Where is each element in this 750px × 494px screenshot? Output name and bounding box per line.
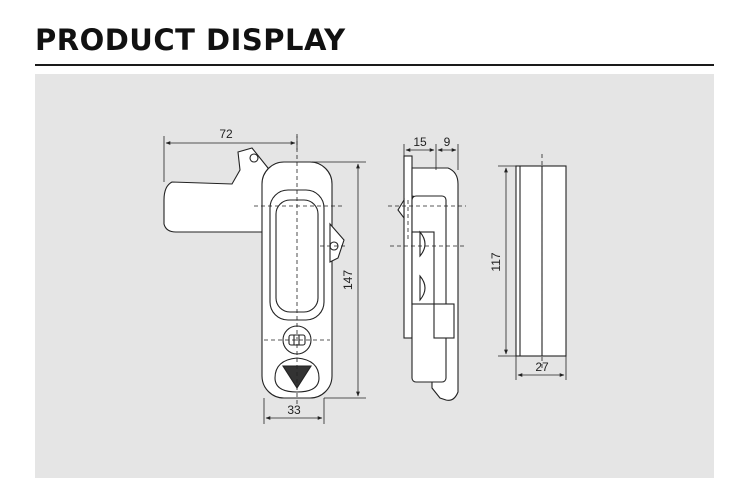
side-centerlines bbox=[388, 200, 466, 247]
dim-side-depth-a: 15 bbox=[413, 135, 427, 149]
back-view bbox=[515, 165, 567, 357]
front-dimensions bbox=[163, 136, 366, 424]
side-dimensions bbox=[403, 144, 459, 170]
dim-back-height: 117 bbox=[489, 252, 503, 271]
side-tab bbox=[397, 198, 405, 220]
dim-side-depth-b: 9 bbox=[444, 135, 451, 149]
front-centerlines bbox=[254, 134, 348, 404]
side-view bbox=[397, 155, 459, 401]
lever-pivot-hole bbox=[249, 153, 259, 163]
dim-back-width: 27 bbox=[535, 360, 549, 374]
dim-front-height: 147 bbox=[341, 270, 355, 290]
drawing-panel bbox=[35, 74, 714, 478]
dim-front-width-top: 72 bbox=[219, 127, 233, 141]
title-divider bbox=[35, 64, 714, 66]
back-dimensions bbox=[498, 165, 567, 380]
front-view bbox=[163, 147, 345, 399]
back-body bbox=[515, 165, 567, 357]
dim-front-width-bottom: 33 bbox=[287, 403, 301, 417]
side-latch bbox=[411, 231, 435, 305]
side-mount-plate bbox=[403, 155, 413, 339]
side-latch-cam-top bbox=[419, 230, 426, 258]
side-latch-cam-bottom bbox=[419, 274, 426, 302]
side-bottom-ledge bbox=[433, 303, 455, 339]
page-title: PRODUCT DISPLAY bbox=[35, 23, 346, 57]
lever-arm bbox=[163, 147, 269, 233]
